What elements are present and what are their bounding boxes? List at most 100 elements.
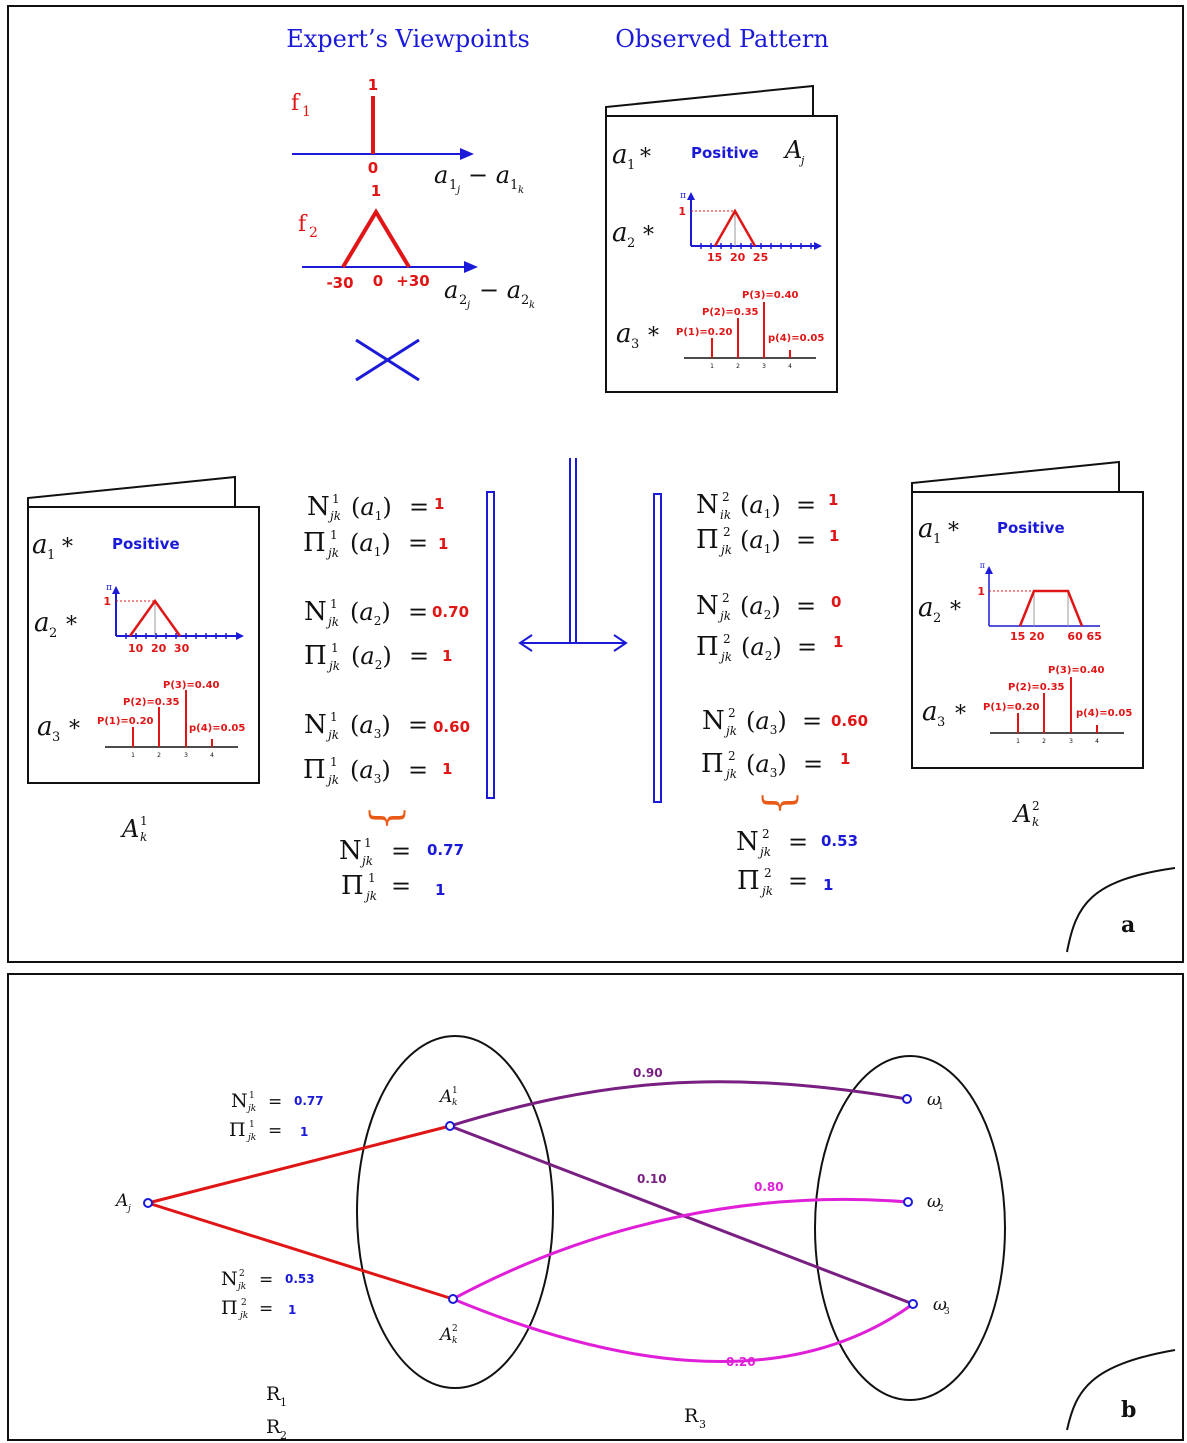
k1-n2-sym: N <box>304 597 327 627</box>
f2-axis-a: a <box>444 276 458 304</box>
k1-p3-value: 1 <box>442 760 452 778</box>
k2-membership-plot: π 1 15 20 60 65 <box>977 561 1102 643</box>
k1-x2: 2 <box>157 752 161 759</box>
panel-a: Expert’s Viewpoints Observed Pattern f 1… <box>7 5 1184 963</box>
card-ak2-fold <box>911 460 1120 492</box>
label-r1-sub: 1 <box>280 1396 287 1409</box>
k1-p3-arg: (a3) <box>350 756 391 786</box>
node-omega2 <box>903 1197 913 1207</box>
k2-n3-row: N 2 jk (a3) = 0.60 <box>702 706 868 738</box>
weight-k2-w3: 0.20 <box>726 1355 756 1369</box>
k2-caption-sup: 2 <box>1032 799 1040 813</box>
k1-p2-sym: Π <box>304 641 327 671</box>
k2-p1-sub: jk <box>718 543 732 557</box>
k2-caption-sub: k <box>1032 815 1039 829</box>
k1-tick-labels: 10 20 30 <box>128 642 190 655</box>
node-ak1 <box>445 1121 455 1131</box>
k2-p3-eq: = <box>803 750 823 778</box>
label-r2: R <box>266 1416 281 1438</box>
k1-a2-star: * <box>66 613 77 638</box>
k1-n3-sup: 1 <box>330 710 338 724</box>
label-ak2: A <box>438 1325 452 1345</box>
k2-p3-sub: jk <box>723 767 737 781</box>
k2-total-n-sup: 2 <box>762 827 770 841</box>
k2-p3: P(3)=0.40 <box>1048 665 1105 676</box>
label-r3-sub: 3 <box>699 1418 706 1431</box>
k1-caption: A 1 k <box>120 814 148 844</box>
obs-a3-sub: 3 <box>631 337 639 352</box>
label-ak1: A <box>438 1087 452 1107</box>
k2-total-p-eq: = <box>788 867 808 895</box>
obs-x3: 3 <box>762 363 766 370</box>
k1-caption-sub: k <box>140 830 147 844</box>
header-expert: Expert’s Viewpoints <box>286 25 530 53</box>
observed-card-frame <box>605 115 838 393</box>
obs-p2: P(2)=0.35 <box>702 307 759 318</box>
obs-a1-sub: 1 <box>627 158 635 173</box>
f2-axis-subj: j <box>465 300 470 311</box>
k1-one-label: 1 <box>103 595 111 608</box>
f1-axis-subk: k <box>518 185 524 196</box>
obs-p4: p(4)=0.05 <box>768 333 824 344</box>
obs-tick-labels: 15 20 25 <box>707 251 768 264</box>
panel-a-label: a <box>1121 912 1135 938</box>
label-omega1-sub: 1 <box>938 1102 944 1112</box>
bar-left <box>486 491 495 799</box>
arrow-left-icon <box>518 634 533 652</box>
k2-p1: P(1)=0.20 <box>983 702 1040 713</box>
k1-p3-sub: jk <box>325 773 339 787</box>
k2-n3-arg: (a3) <box>746 707 787 737</box>
k2-n2-sup: 2 <box>722 591 730 605</box>
k1-a3-star: * <box>69 717 80 742</box>
obs-x2: 2 <box>736 363 740 370</box>
f2-axis-subk: k <box>529 300 535 311</box>
k1-n3-arg: (a3) <box>350 711 391 741</box>
k1-caption-a: A <box>120 815 139 843</box>
obs-x1: 1 <box>710 363 714 370</box>
panel-b: A j A 1 k A 2 k ω 1 ω 2 ω 3 0.90 0.10 0.… <box>7 973 1184 1442</box>
k2-p2-arg: (a2) <box>741 633 782 663</box>
relation-labels: R 1 R 2 R 3 <box>266 1383 706 1442</box>
obs-probability-plot: P(1)=0.20 P(2)=0.35 P(3)=0.40 p(4)=0.05 … <box>676 290 824 370</box>
k1-p2: P(2)=0.35 <box>123 697 180 708</box>
k1-p1-sub: jk <box>325 546 339 560</box>
k2-n1-value: 1 <box>828 491 838 509</box>
k1-total-n-value: 0.77 <box>427 841 464 859</box>
k1-total-n-sub: jk <box>359 854 373 868</box>
panel-a-corner-curve <box>1066 867 1176 953</box>
obs-p3: P(3)=0.40 <box>742 290 799 301</box>
panel-b-corner-curve <box>1066 1349 1176 1431</box>
edge-ak1-w1 <box>449 1080 908 1128</box>
k1-brace-icon: } <box>365 805 411 830</box>
k1-n3-eq: = <box>408 711 428 739</box>
label-ak1-sup: 1 <box>452 1086 458 1096</box>
observed-card: a 1 * Positive A j a 2 * <box>605 84 838 393</box>
label-ak2-sub: k <box>452 1336 457 1346</box>
k1-a3-sub: 3 <box>52 730 60 745</box>
k2-total-n-value: 0.53 <box>821 832 858 850</box>
weight-k2-w2: 0.80 <box>754 1180 784 1194</box>
k1-p1-eq: = <box>408 529 428 557</box>
k2-total-p-sup: 2 <box>764 866 772 880</box>
k1-p3-eq: = <box>408 756 428 784</box>
b-p1-sub: jk <box>246 1133 256 1143</box>
k2-x2: 2 <box>1042 738 1046 745</box>
k1-a2: a <box>34 608 50 638</box>
k1-total-p-sym: Π <box>341 871 364 901</box>
k1-n1-value: 1 <box>434 495 444 513</box>
k2-p1-row: Π 2 jk (a1) = 1 <box>696 525 839 557</box>
obs-a2-sub: 2 <box>627 236 635 251</box>
k2-n2-value: 0 <box>831 593 841 611</box>
f2-label: f <box>298 212 308 237</box>
k2-p2-value: 1 <box>833 633 843 651</box>
b-n1-sup: 1 <box>249 1091 255 1101</box>
f2-sub: 2 <box>309 225 318 241</box>
measures-k2: N 2 ik (a1) = 1 Π 2 jk (a1) = 1 N 2 jk (… <box>696 490 868 898</box>
k2-p2-eq: = <box>797 633 817 661</box>
k2-n2-row: N 2 jk (a2) = 0 <box>696 591 841 623</box>
obs-a1-value: Positive <box>691 144 759 162</box>
k2-total-n-eq: = <box>788 828 808 856</box>
k2-caption: A 2 k <box>1012 799 1040 829</box>
k2-n2-sym: N <box>696 591 719 621</box>
